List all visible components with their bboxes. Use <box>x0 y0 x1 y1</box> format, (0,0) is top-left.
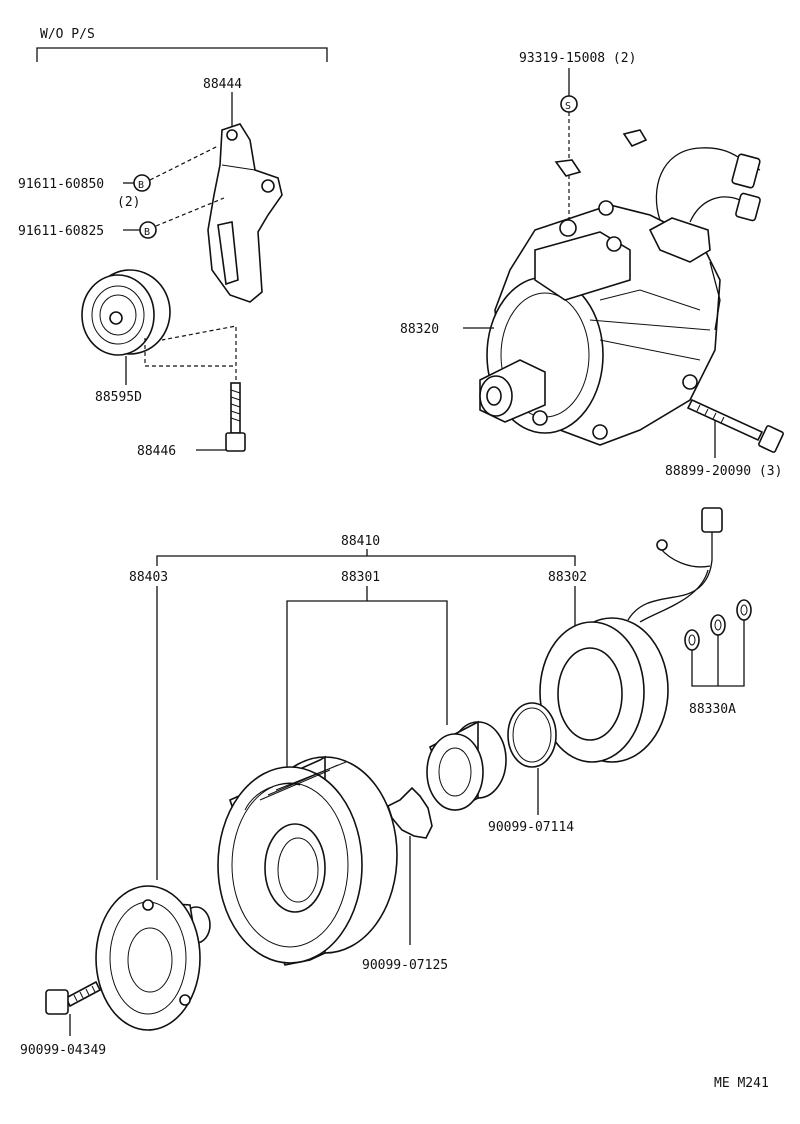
label-88301: 88301 <box>341 570 380 585</box>
bracket-88444 <box>207 123 283 303</box>
b-mark-1-letter: B <box>138 180 144 191</box>
idler-pulley-88595d <box>81 269 171 356</box>
idler-bolt-88446 <box>225 382 246 452</box>
clip-2 <box>622 129 648 147</box>
stator-88302 <box>539 507 723 763</box>
center-bolt-90099-04349 <box>45 980 102 1015</box>
label-88446: 88446 <box>137 444 176 459</box>
diagram-code: ME M241 <box>714 1076 769 1091</box>
bearing <box>426 720 507 812</box>
compressor-88320 <box>479 147 761 446</box>
snap-ring-90099-07114 <box>507 702 557 768</box>
label-93319-15008: 93319-15008 (2) <box>519 51 636 66</box>
variant-label: W/O P/S <box>40 27 95 42</box>
label-91611-60850-qty: (2) <box>117 195 140 210</box>
pressure-plate-88403 <box>95 885 211 1032</box>
compressor-bolt-88899 <box>686 398 784 453</box>
label-88899-20090: 88899-20090 (3) <box>665 464 782 479</box>
label-88302: 88302 <box>548 570 587 585</box>
clutch-bracket-line <box>156 555 576 566</box>
s-mark-letter: S <box>565 101 571 112</box>
label-91611-60825: 91611-60825 <box>18 224 104 239</box>
compressor-group: 93319-15008 (2) S <box>400 51 784 479</box>
group-bracket-line <box>36 47 328 62</box>
label-88595d: 88595D <box>95 390 142 405</box>
label-88330a: 88330A <box>689 702 736 717</box>
clip-1 <box>554 159 582 177</box>
label-90099-07125: 90099-07125 <box>362 958 448 973</box>
b-mark-2 <box>139 221 157 239</box>
label-88410: 88410 <box>341 534 380 549</box>
label-90099-07114: 90099-07114 <box>488 820 574 835</box>
clutch-group: 88410 88403 88301 88302 <box>20 507 752 1058</box>
label-88444: 88444 <box>203 77 242 92</box>
b-mark-2-letter: B <box>144 227 150 238</box>
wo-ps-group: W/O P/S 88444 91611-60850 (2) B 91611-60… <box>18 27 328 459</box>
b-mark-1 <box>133 174 151 192</box>
label-88403: 88403 <box>129 570 168 585</box>
label-90099-04349: 90099-04349 <box>20 1043 106 1058</box>
label-88320: 88320 <box>400 322 439 337</box>
label-91611-60850: 91611-60850 <box>18 177 104 192</box>
pulley-88301 <box>217 755 398 966</box>
